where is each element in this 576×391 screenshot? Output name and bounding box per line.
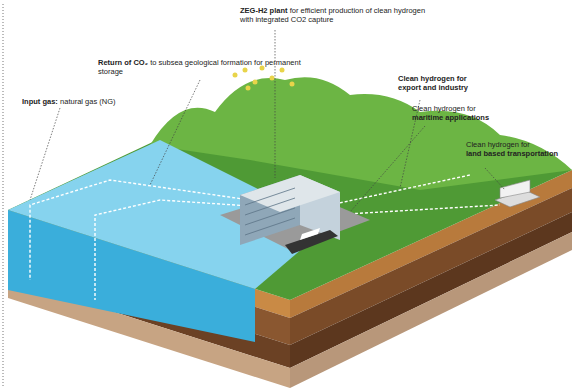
callout-label: Return of CO₂ <box>98 58 148 67</box>
building-windows <box>245 188 295 235</box>
callout-label: land based transportation <box>466 149 568 158</box>
callout-text: Clean hydrogen formaritime applications <box>412 104 522 122</box>
callout-label: Clean hydrogen for <box>412 104 520 113</box>
ship <box>300 228 320 240</box>
callout-text: Input gas:natural gas (NG) <box>22 97 182 106</box>
sea-water <box>8 210 255 342</box>
callout-text: Clean hydrogen forland based transportat… <box>466 140 570 158</box>
callout-label: ZEG-H2 plant <box>240 6 288 15</box>
callout-text: ZEG-H2 plantfor efficient production of … <box>240 6 440 24</box>
fuel-station <box>500 180 530 198</box>
callout-text: Return of CO₂to subsea geological format… <box>98 58 313 76</box>
callout-label: natural gas (NG) <box>60 97 115 106</box>
trees <box>233 66 295 91</box>
callout-label: Clean hydrogen for export and industry <box>398 74 468 92</box>
callout-label: Input gas: <box>22 97 58 106</box>
callout-text: Clean hydrogen for export and industry <box>398 74 483 92</box>
plant-building <box>240 175 340 212</box>
frame-border <box>3 4 4 387</box>
callout-label: Clean hydrogen for <box>466 140 568 149</box>
pipeline <box>30 175 500 300</box>
callout-label: maritime applications <box>412 113 520 122</box>
